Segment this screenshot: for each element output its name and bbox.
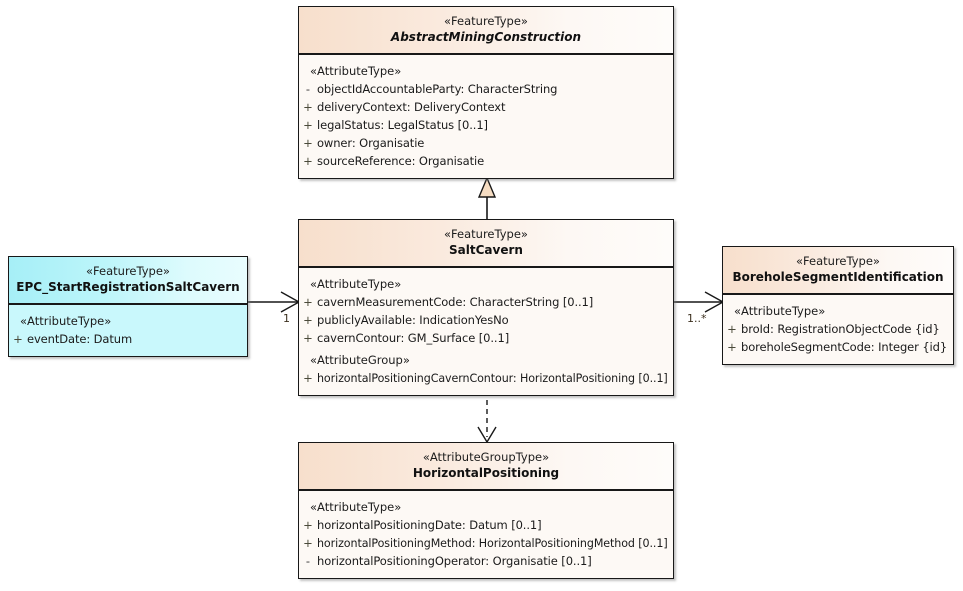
class-name: BoreholeSegmentIdentification bbox=[732, 270, 944, 284]
visibility-marker: + bbox=[303, 536, 313, 550]
attribute-group-label: «AttributeType» bbox=[20, 314, 112, 328]
visibility-marker: + bbox=[303, 518, 313, 532]
multiplicity-label-epc-saltcavern: 1 bbox=[283, 312, 290, 325]
attribute-row[interactable]: + cavernMeasurementCode: CharacterString… bbox=[299, 293, 673, 311]
attribute-row[interactable]: + eventDate: Datum bbox=[9, 330, 247, 348]
class-box-boreholesegmentidentification[interactable]: «FeatureType» BoreholeSegmentIdentificat… bbox=[722, 246, 954, 365]
attribute-row[interactable]: + horizontalPositioningCavernContour: Ho… bbox=[299, 369, 673, 387]
class-name: SaltCavern bbox=[449, 243, 523, 257]
visibility-marker: + bbox=[727, 340, 737, 354]
class-stereotype: «FeatureType» bbox=[86, 264, 170, 278]
attribute-signature: broId: RegistrationObjectCode {id} bbox=[741, 322, 940, 336]
attribute-group-label: «AttributeGroup» bbox=[310, 353, 410, 367]
visibility-marker: + bbox=[303, 100, 313, 114]
class-body-abstractminingconstruction: «AttributeType» - objectIdAccountablePar… bbox=[299, 55, 673, 178]
visibility-marker: + bbox=[303, 136, 313, 150]
attribute-row[interactable]: + cavernContour: GM_Surface [0..1] bbox=[299, 329, 673, 347]
attribute-row[interactable]: + boreholeSegmentCode: Integer {id} bbox=[723, 338, 953, 356]
attribute-signature: horizontalPositioningMethod: HorizontalP… bbox=[317, 536, 668, 550]
class-stereotype: «FeatureType» bbox=[444, 14, 528, 28]
visibility-marker: - bbox=[305, 554, 311, 568]
connector-association-saltcavern-borehole bbox=[674, 291, 725, 313]
attribute-signature: deliveryContext: DeliveryContext bbox=[317, 100, 506, 114]
visibility-marker: + bbox=[303, 295, 313, 309]
attribute-signature: horizontalPositioningCavernContour: Hori… bbox=[317, 371, 668, 385]
class-header-abstractminingconstruction: «FeatureType» AbstractMiningConstruction bbox=[299, 7, 673, 55]
connector-dependency-saltcavern-horizontalpositioning bbox=[477, 391, 497, 444]
class-box-horizontalpositioning[interactable]: «AttributeGroupType» HorizontalPositioni… bbox=[298, 442, 674, 579]
attribute-group-label: «AttributeType» bbox=[310, 277, 402, 291]
attribute-signature: objectIdAccountableParty: CharacterStrin… bbox=[317, 82, 558, 96]
attribute-group-label: «AttributeType» bbox=[734, 304, 826, 318]
class-body-horizontalpositioning: «AttributeType» + horizontalPositioningD… bbox=[299, 491, 673, 578]
visibility-marker: + bbox=[303, 371, 313, 385]
attribute-row[interactable]: - horizontalPositioningOperator: Organis… bbox=[299, 552, 673, 570]
attribute-signature: owner: Organisatie bbox=[317, 136, 425, 150]
class-box-saltcavern[interactable]: «FeatureType» SaltCavern «AttributeType»… bbox=[298, 219, 674, 396]
attribute-row[interactable]: + horizontalPositioningMethod: Horizonta… bbox=[299, 534, 673, 552]
attribute-signature: cavernContour: GM_Surface [0..1] bbox=[317, 331, 510, 345]
attribute-row[interactable]: + deliveryContext: DeliveryContext bbox=[299, 98, 673, 116]
visibility-marker: + bbox=[303, 313, 313, 327]
attribute-signature: horizontalPositioningDate: Datum [0..1] bbox=[317, 518, 542, 532]
class-box-abstractminingconstruction[interactable]: «FeatureType» AbstractMiningConstruction… bbox=[298, 6, 674, 179]
class-stereotype: «AttributeGroupType» bbox=[422, 450, 550, 464]
attribute-row[interactable]: + legalStatus: LegalStatus [0..1] bbox=[299, 116, 673, 134]
attribute-signature: horizontalPositioningOperator: Organisat… bbox=[317, 554, 592, 568]
class-header-boreholesegmentidentification: «FeatureType» BoreholeSegmentIdentificat… bbox=[723, 247, 953, 295]
class-header-horizontalpositioning: «AttributeGroupType» HorizontalPositioni… bbox=[299, 443, 673, 491]
attribute-row[interactable]: + broId: RegistrationObjectCode {id} bbox=[723, 320, 953, 338]
class-stereotype: «FeatureType» bbox=[796, 254, 880, 268]
attribute-row[interactable]: + sourceReference: Organisatie bbox=[299, 152, 673, 170]
class-name: HorizontalPositioning bbox=[412, 466, 560, 480]
visibility-marker: + bbox=[727, 322, 737, 336]
attribute-row[interactable]: + owner: Organisatie bbox=[299, 134, 673, 152]
attribute-signature: legalStatus: LegalStatus [0..1] bbox=[317, 118, 488, 132]
visibility-marker: - bbox=[305, 82, 311, 96]
attribute-row[interactable]: + horizontalPositioningDate: Datum [0..1… bbox=[299, 516, 673, 534]
multiplicity-label-saltcavern-borehole: 1..* bbox=[687, 312, 707, 325]
class-header-saltcavern: «FeatureType» SaltCavern bbox=[299, 220, 673, 268]
class-box-epc-startregistrationsaltcavern[interactable]: «FeatureType» EPC_StartRegistrationSaltC… bbox=[8, 256, 248, 357]
visibility-marker: + bbox=[303, 118, 313, 132]
class-body-boreholesegmentidentification: «AttributeType» + broId: RegistrationObj… bbox=[723, 295, 953, 364]
class-stereotype: «FeatureType» bbox=[444, 227, 528, 241]
connector-association-epc-saltcavern bbox=[248, 291, 301, 313]
connector-generalization-saltcavern-abstractminingconstruction bbox=[477, 176, 497, 219]
class-name: EPC_StartRegistrationSaltCavern bbox=[16, 280, 240, 294]
attribute-signature: cavernMeasurementCode: CharacterString [… bbox=[317, 295, 594, 309]
attribute-row[interactable]: - objectIdAccountableParty: CharacterStr… bbox=[299, 80, 673, 98]
attribute-group-label: «AttributeType» bbox=[310, 64, 402, 78]
class-header-epc-startregistrationsaltcavern: «FeatureType» EPC_StartRegistrationSaltC… bbox=[9, 257, 247, 305]
attribute-signature: sourceReference: Organisatie bbox=[317, 154, 485, 168]
class-body-saltcavern: «AttributeType» + cavernMeasurementCode:… bbox=[299, 268, 673, 395]
class-body-epc-startregistrationsaltcavern: «AttributeType» + eventDate: Datum bbox=[9, 305, 247, 356]
class-name: AbstractMiningConstruction bbox=[390, 30, 582, 44]
visibility-marker: + bbox=[13, 332, 23, 346]
attribute-signature: publiclyAvailable: IndicationYesNo bbox=[317, 313, 509, 327]
attribute-signature: boreholeSegmentCode: Integer {id} bbox=[741, 340, 948, 354]
attribute-group-label: «AttributeType» bbox=[310, 500, 402, 514]
visibility-marker: + bbox=[303, 154, 313, 168]
attribute-signature: eventDate: Datum bbox=[27, 332, 133, 346]
attribute-row[interactable]: + publiclyAvailable: IndicationYesNo bbox=[299, 311, 673, 329]
visibility-marker: + bbox=[303, 331, 313, 345]
